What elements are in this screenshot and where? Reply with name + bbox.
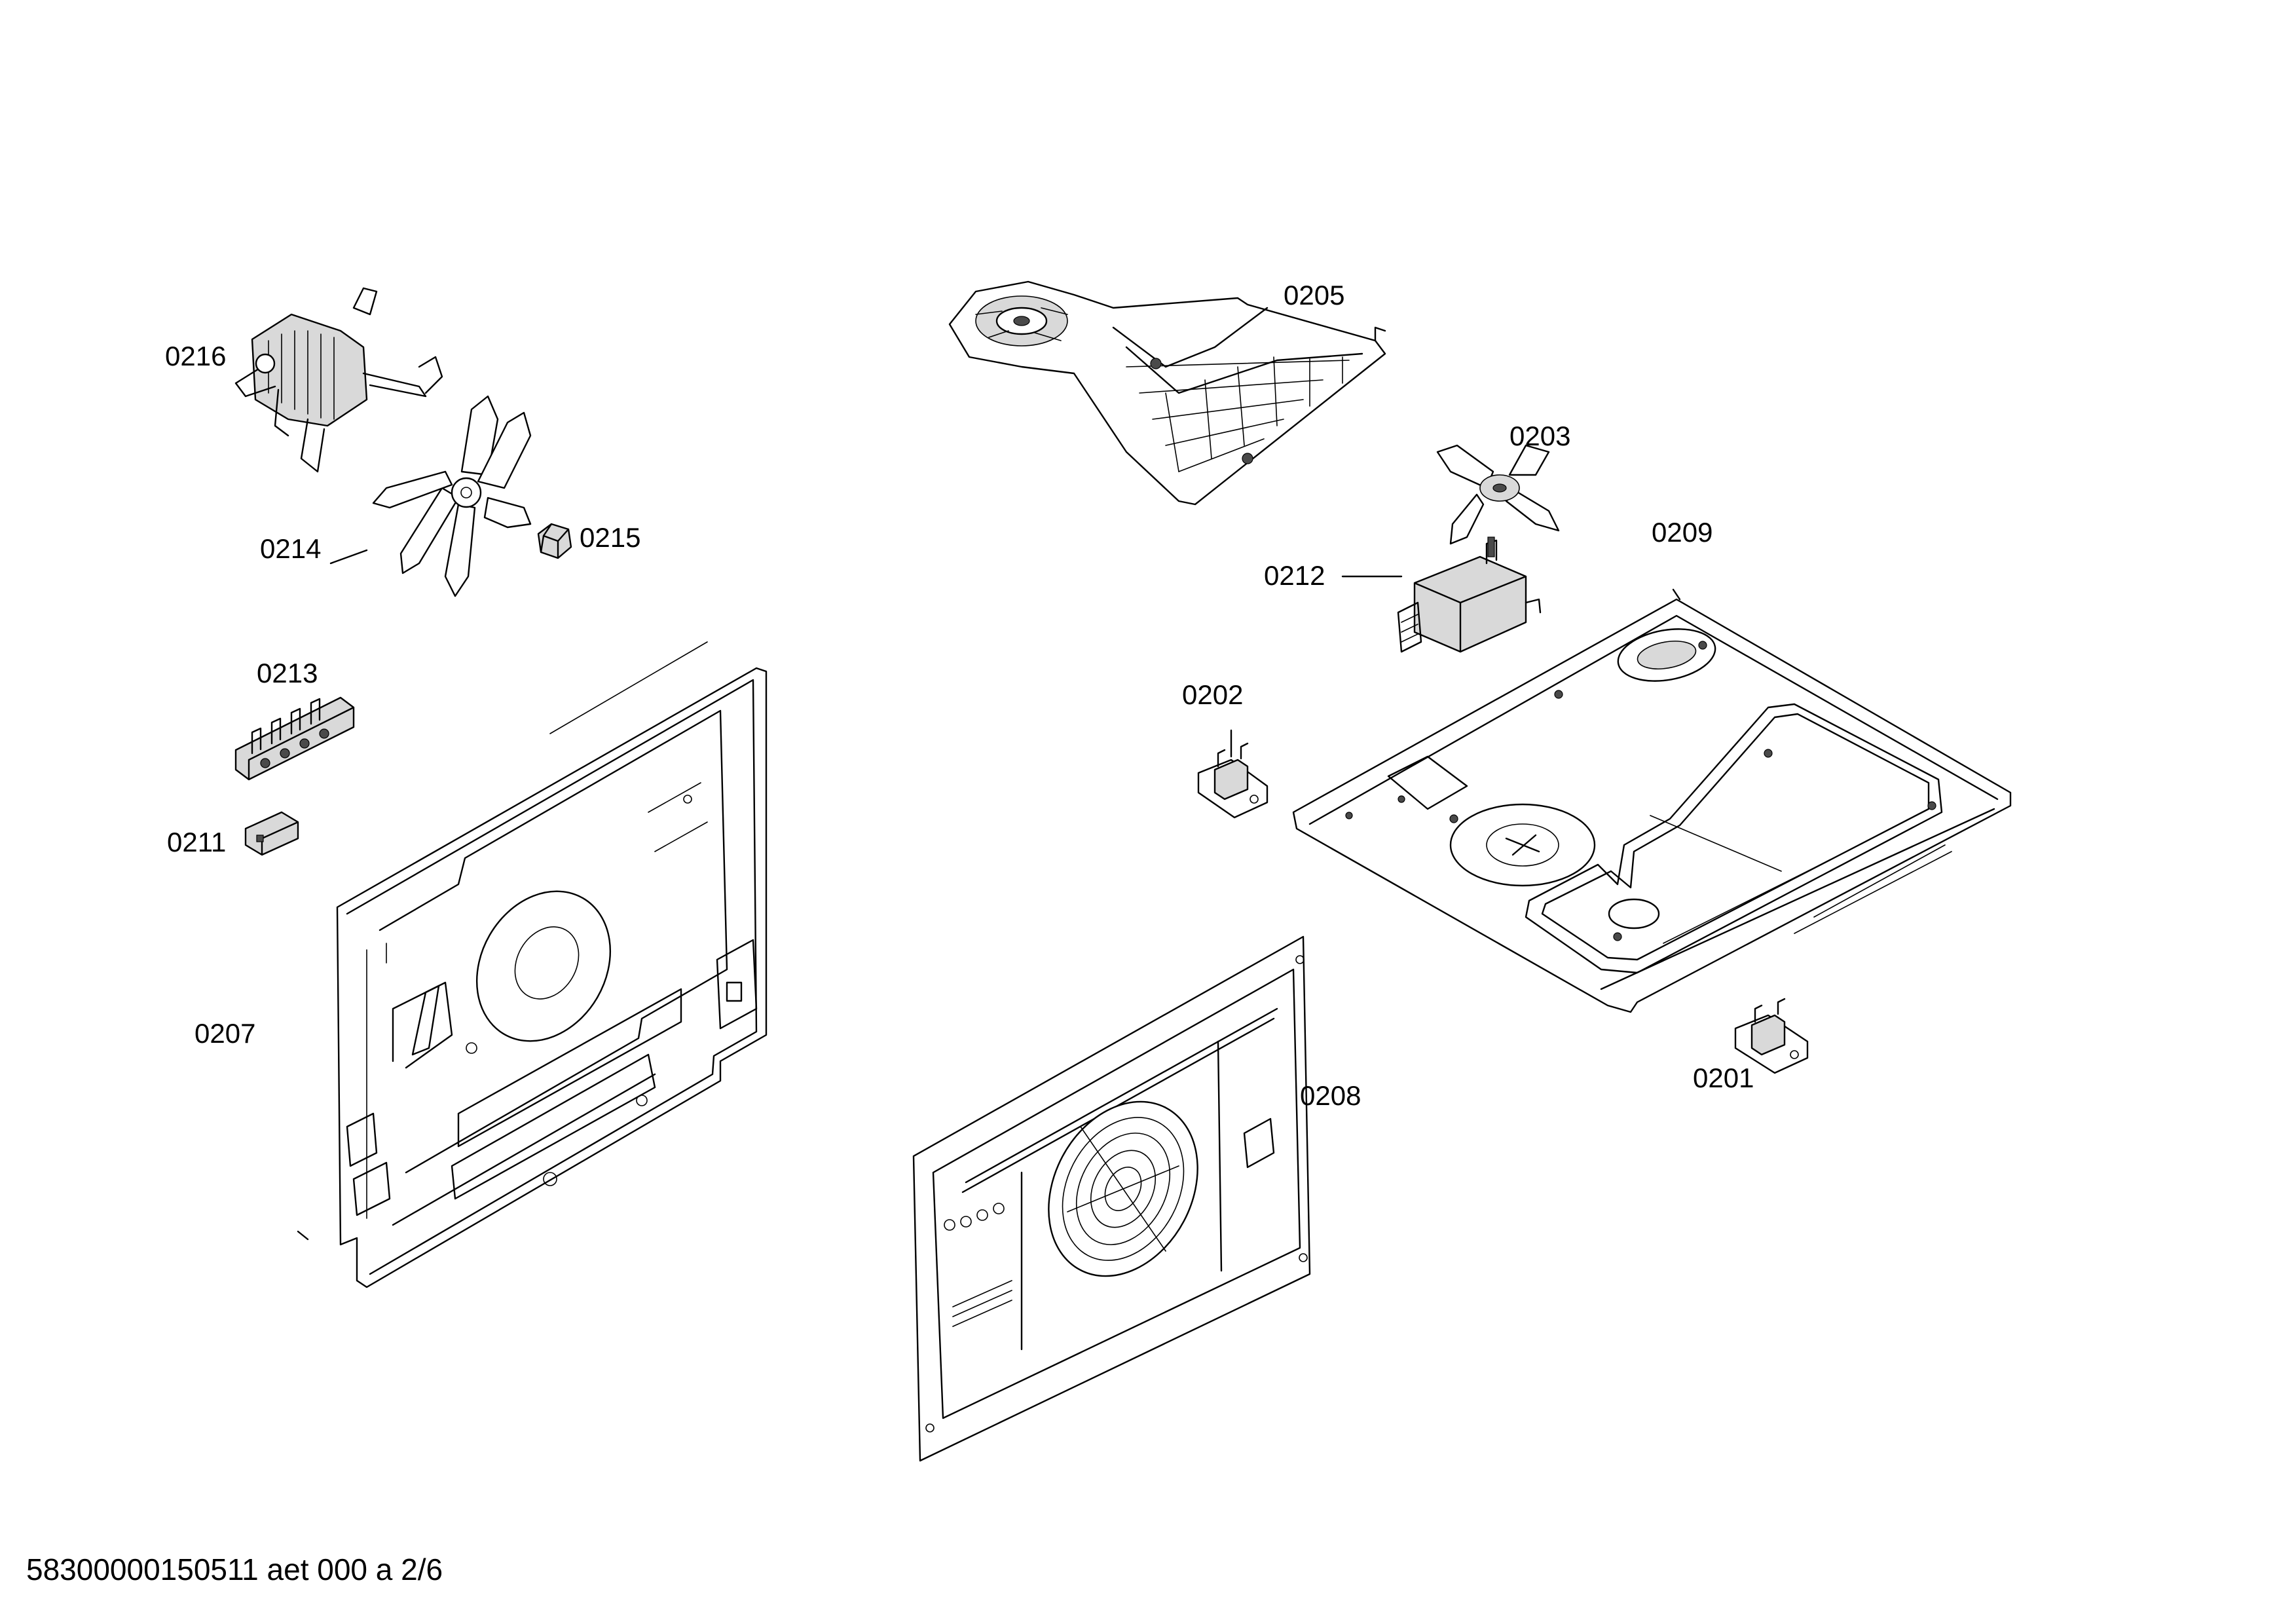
label-0201: 0201 — [1693, 1062, 1754, 1093]
part-0208-rear-cover[interactable] — [912, 935, 1311, 1462]
label-0216: 0216 — [165, 341, 226, 371]
part-0216-fan-motor[interactable] — [234, 287, 443, 473]
label-0209: 0209 — [1652, 517, 1713, 548]
part-0203-cooling-fan-blade[interactable] — [1436, 444, 1560, 545]
document-reference: 58300000150511 aet 000 a 2/6 — [26, 1552, 443, 1586]
part-0202-thermostat[interactable] — [1197, 729, 1268, 819]
part-0201-thermostat[interactable] — [1734, 998, 1809, 1074]
part-0207-rear-panel[interactable] — [297, 641, 768, 1288]
label-0213: 0213 — [257, 658, 318, 688]
callout-labels: 0216 0214 0215 0213 0211 0207 0205 0203 … — [165, 280, 1754, 1111]
label-0203: 0203 — [1509, 421, 1570, 451]
label-0208: 0208 — [1300, 1080, 1361, 1111]
label-0211: 0211 — [167, 827, 226, 857]
part-0211-connector[interactable] — [244, 811, 299, 856]
part-0214-fan-blade[interactable] — [329, 395, 532, 597]
part-0205-fan-housing[interactable] — [948, 280, 1386, 506]
part-0209-top-panel[interactable] — [1292, 588, 2012, 1013]
label-0202: 0202 — [1182, 679, 1243, 710]
label-0212: 0212 — [1264, 560, 1325, 591]
label-0215: 0215 — [580, 522, 640, 553]
part-0215-nut[interactable] — [537, 523, 572, 559]
label-0207: 0207 — [194, 1018, 255, 1049]
label-0205: 0205 — [1284, 280, 1344, 310]
part-0212-cooling-fan-motor[interactable] — [1341, 536, 1542, 653]
part-0213-terminal-block[interactable] — [234, 696, 355, 781]
label-0214: 0214 — [260, 533, 321, 564]
